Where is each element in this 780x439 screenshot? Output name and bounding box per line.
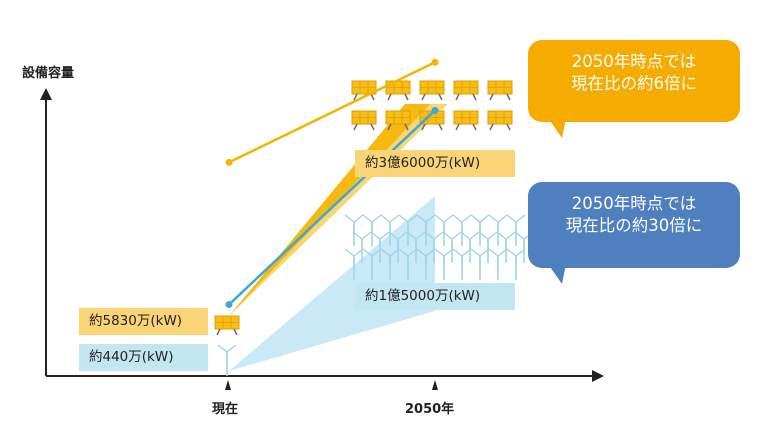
solar-point-2050 — [431, 58, 439, 66]
x-axis-arrow — [592, 370, 604, 382]
wind-series-line — [228, 109, 436, 306]
wind-turbine-icon — [470, 248, 490, 281]
wind-turbine-icon — [470, 214, 490, 247]
wind-turbine-icon — [452, 214, 472, 247]
solar-callout-line-2: 現在比の約6倍に — [571, 74, 697, 93]
wind-turbine-icon — [452, 248, 472, 281]
solar-callout-line-1: 2050年時点では — [571, 52, 697, 71]
wind-callout-line-1: 2050年時点では — [571, 194, 697, 213]
wind-turbine-icon — [344, 214, 364, 247]
wind-2050-data-label: 約1億5000万(kW) — [355, 283, 515, 310]
solar-now-data-label: 約5830万(kW) — [79, 308, 208, 335]
wind-turbine-icon — [506, 214, 526, 247]
tick-mark-2050 — [432, 380, 438, 390]
tick-mark-now — [225, 380, 231, 390]
wind-turbine-icon — [460, 231, 480, 264]
y-axis-arrow — [40, 88, 52, 100]
solar-series-line — [228, 61, 436, 164]
solar-2050-data-label: 約3億6000万(kW) — [355, 150, 515, 177]
wind-turbine-icon — [434, 214, 454, 247]
wind-turbine-icon — [442, 231, 462, 264]
wind-turbine-icon — [488, 214, 508, 247]
x-tick-label-now: 現在 — [212, 402, 239, 417]
wind-callout-tail — [548, 264, 566, 284]
wind-point-2050 — [431, 106, 439, 114]
wind-turbine-icon — [478, 231, 498, 264]
solar-panel-icon — [214, 315, 240, 336]
wind-turbine-icon — [488, 248, 508, 281]
x-tick-label-2050: 2050年 — [405, 402, 455, 417]
wind-turbine-icon — [362, 214, 382, 247]
wind-range-fan — [229, 196, 435, 371]
wind-turbine-icon — [434, 248, 454, 281]
wind-turbine-icon — [506, 248, 526, 281]
wind-turbine-icon — [496, 231, 516, 264]
solar-growth-callout: 2050年時点では 現在比の約6倍に — [528, 40, 740, 122]
solar-callout-tail — [548, 118, 566, 138]
wind-callout-line-2: 現在比の約30倍に — [565, 216, 703, 235]
solar-point-now — [225, 158, 233, 166]
wind-point-now — [225, 301, 233, 309]
y-axis-label: 設備容量 — [22, 66, 75, 81]
wind-growth-callout: 2050年時点では 現在比の約30倍に — [528, 182, 740, 268]
wind-turbine-icon — [217, 344, 237, 377]
wind-now-data-label: 約440万(kW) — [79, 344, 208, 371]
